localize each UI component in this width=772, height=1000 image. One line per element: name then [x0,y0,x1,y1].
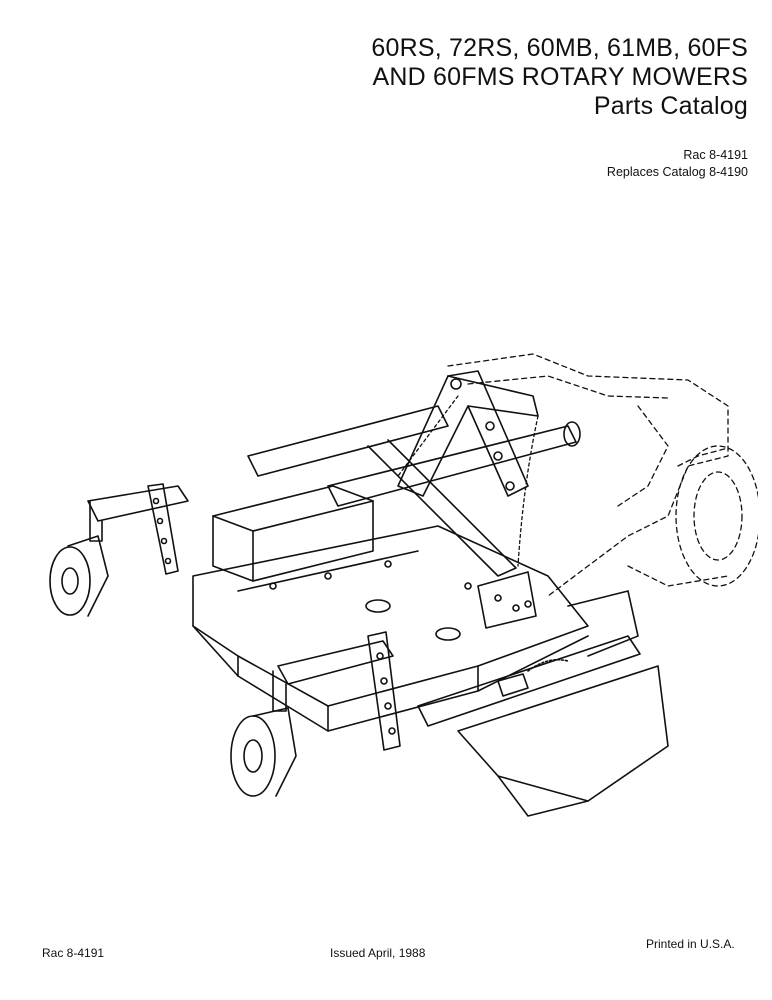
footer-issue-date: Issued April, 1988 [330,946,426,960]
reference-block: Rac 8-4191 Replaces Catalog 8-4190 [607,147,748,181]
mower-deck [192,525,589,732]
title-line-1: 60RS, 72RS, 60MB, 61MB, 60FS [371,34,748,62]
gearbox-housing [212,485,374,582]
discharge-chute-assembly [417,590,669,817]
hitch-frame [247,370,539,577]
footer-printed-in: Printed in U.S.A. [646,937,735,951]
hitch-chains [397,395,539,567]
rotary-mower-illustration-icon [49,353,758,817]
rear-caster-assembly [230,631,401,797]
hitch-mount-plate [477,571,537,629]
replaces-catalog: Replaces Catalog 8-4190 [606,165,748,179]
title-line-2: AND 60FMS ROTARY MOWERS [372,63,748,91]
catalog-number: Rac 8-4191 [683,148,748,162]
title-line-3: Parts Catalog [593,92,748,120]
drive-shaft [327,421,581,507]
left-caster-assembly [49,483,189,617]
tractor-outline-dashed [447,353,758,597]
title-block: 60RS, 72RS, 60MB, 61MB, 60FS AND 60FMS R… [371,34,748,121]
footer-catalog-number: Rac 8-4191 [42,946,105,960]
